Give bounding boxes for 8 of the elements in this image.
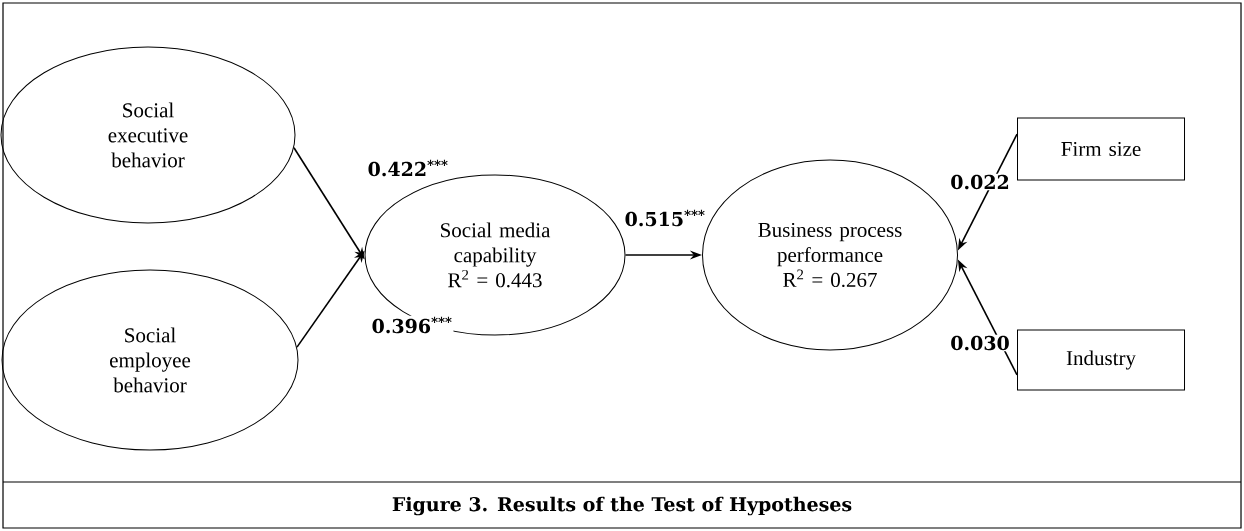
box-node: Industry: [1017, 329, 1185, 391]
ellipse-node: Social employee behavior: [1, 269, 299, 451]
edge-label: 0.030: [949, 334, 1011, 352]
box-node: Firm size: [1017, 117, 1185, 181]
ellipse-node: Social executive behavior: [0, 46, 296, 224]
caption: Figure 3. Results of the Test of Hypotheses: [392, 496, 852, 516]
edge-label: 0.396$^{***}$: [370, 315, 454, 335]
edge-label: 0.022: [949, 173, 1011, 191]
